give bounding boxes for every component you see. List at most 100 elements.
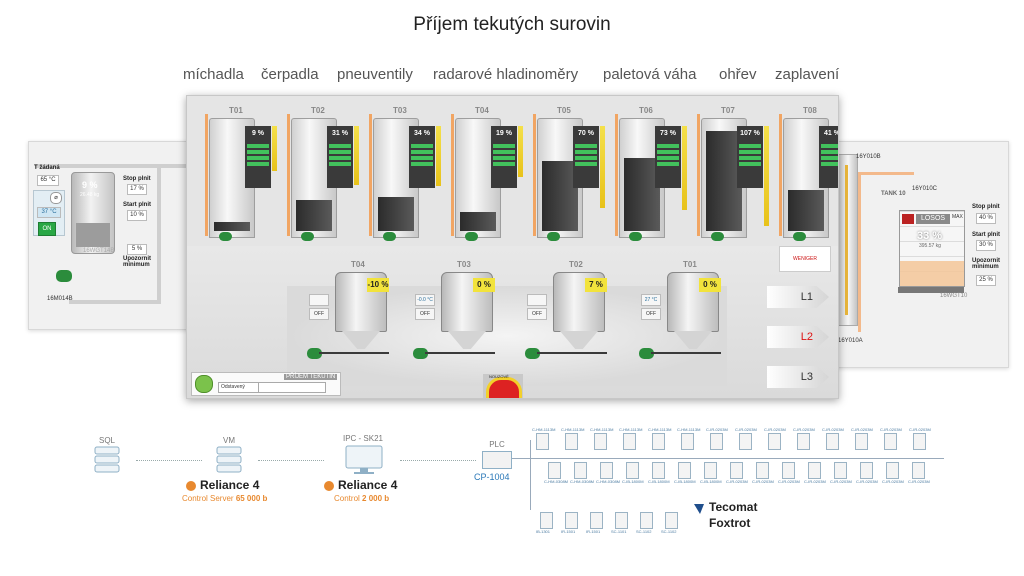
temperature-box[interactable] <box>527 294 547 306</box>
reliance-server-subtitle: Control Server 65 000 b <box>182 494 267 503</box>
io-module <box>681 433 694 450</box>
tank-percent: 19 % <box>496 130 512 137</box>
pump-motor-icon[interactable] <box>301 232 314 241</box>
ibc-container <box>899 210 965 287</box>
start-play-icon[interactable] <box>195 375 213 393</box>
heater-state-box[interactable]: OFF <box>527 308 547 320</box>
state-dropdown[interactable]: Odstavený <box>218 382 260 393</box>
pump-motor-icon[interactable] <box>383 232 396 241</box>
tank-liquid-level <box>378 197 414 231</box>
module-label: C-IR-0203M <box>830 479 852 484</box>
io-module <box>600 462 613 479</box>
pump-motor-icon[interactable] <box>711 232 724 241</box>
module-label: IR-1501 <box>561 529 576 534</box>
network-link <box>400 460 476 461</box>
pipe <box>858 172 914 175</box>
module-label: C-HM-1113M <box>532 427 556 432</box>
status-bar <box>821 144 838 148</box>
feature-pumps: čerpadla <box>261 66 319 83</box>
tank-status-tags <box>821 142 838 166</box>
pump-motor-icon[interactable] <box>465 232 478 241</box>
level-indicator-bar <box>682 126 687 210</box>
stop-field[interactable]: 40 % <box>976 213 996 224</box>
t-zadana-field[interactable]: 65 °C <box>37 175 59 186</box>
line-l1-button[interactable]: L1 <box>767 286 829 308</box>
pump-motor-icon[interactable] <box>307 348 322 359</box>
module-label: C-IR-0203M <box>778 479 800 484</box>
line-l2-button[interactable]: L2 <box>767 326 829 348</box>
io-module <box>739 433 752 450</box>
start-field[interactable]: 30 % <box>976 240 996 251</box>
io-module <box>574 462 587 479</box>
io-module <box>536 433 549 450</box>
product-badge-icon <box>902 214 914 224</box>
tank-name: T03 <box>457 260 471 269</box>
heater-state-box[interactable]: OFF <box>309 308 329 320</box>
plc-model: CP-1004 <box>474 472 510 482</box>
status-bar <box>575 162 597 166</box>
tank-status-tags <box>247 142 269 166</box>
vm-server-icon <box>216 446 242 474</box>
line-l3-button[interactable]: L3 <box>767 366 829 388</box>
module-label: C-IR-0203M <box>764 427 786 432</box>
pump-motor-icon[interactable] <box>639 348 654 359</box>
status-bar <box>247 150 269 154</box>
emergency-stop-button[interactable] <box>486 377 522 398</box>
io-module <box>768 433 781 450</box>
status-bar <box>411 162 433 166</box>
pump-motor-icon[interactable] <box>219 232 232 241</box>
pump-motor-icon[interactable] <box>525 348 540 359</box>
pump-motor-icon[interactable] <box>547 232 560 241</box>
pump-motor-icon[interactable] <box>793 232 806 241</box>
tank-percent: 107 % <box>740 130 760 137</box>
tank-liquid-level <box>296 200 332 231</box>
tank-percent: 9 % <box>82 180 98 190</box>
status-bar <box>575 156 597 160</box>
pipe <box>157 164 161 304</box>
module-label: C-HM-1113M <box>590 427 614 432</box>
tank-weight: 26.48 kg <box>80 192 100 198</box>
feature-pallet-scale: paletová váha <box>603 66 697 83</box>
level-indicator-bar <box>354 126 359 185</box>
module-label: SC-1102 <box>636 529 652 534</box>
heater-state-box[interactable]: OFF <box>641 308 661 320</box>
warn-field[interactable]: 5 % <box>127 244 147 255</box>
heater-on-button[interactable]: ON <box>38 222 56 236</box>
status-bar <box>247 156 269 160</box>
heater-state-box[interactable]: OFF <box>415 308 435 320</box>
io-module <box>652 462 665 479</box>
lower-tank-unit: T04-10 %OFF <box>307 252 417 362</box>
temperature-box[interactable]: 27 °C <box>641 294 661 306</box>
tank-display: 70 % <box>573 126 599 188</box>
estop-housing: NOUZOVÉ <box>483 374 523 398</box>
tank-percent: 73 % <box>660 130 676 137</box>
pump-motor-icon[interactable] <box>629 232 642 241</box>
io-module <box>808 462 821 479</box>
temperature-box[interactable]: -0.0 °C <box>415 294 435 306</box>
io-module <box>826 433 839 450</box>
start-field[interactable]: 10 % <box>127 210 147 221</box>
status-bar <box>329 156 351 160</box>
tank-display: 19 % <box>491 126 517 188</box>
pump-motor-icon[interactable] <box>56 270 72 282</box>
module-label: IB-1301 <box>536 529 551 534</box>
status-bar <box>739 156 761 160</box>
module-label: C-IR-0203M <box>735 427 757 432</box>
status-bar <box>739 150 761 154</box>
module-label: C-IB-1800M <box>674 479 696 484</box>
tank-percent: -10 % <box>367 278 389 292</box>
temperature-box[interactable] <box>309 294 329 306</box>
product-pipe <box>779 114 782 236</box>
pipe <box>651 352 721 354</box>
warn-field[interactable]: 25 % <box>976 275 996 286</box>
recipe-input[interactable] <box>258 382 326 393</box>
io-module <box>756 462 769 479</box>
tank-liquid-level <box>624 158 660 231</box>
network-link <box>136 460 202 461</box>
pump-motor-icon[interactable] <box>413 348 428 359</box>
stop-field[interactable]: 17 % <box>127 184 147 195</box>
